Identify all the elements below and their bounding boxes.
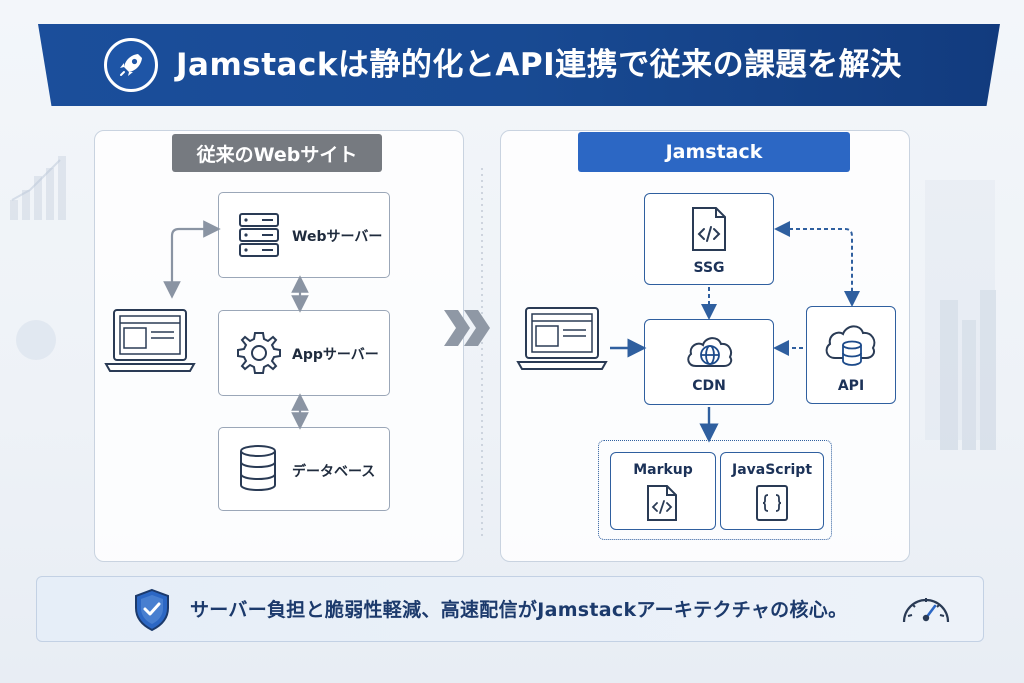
cdn-label: CDN (692, 378, 726, 394)
shield-check-icon (135, 588, 169, 632)
code-file-icon (692, 207, 726, 251)
server-icon (239, 213, 279, 257)
javascript-label: JavaScript (731, 462, 813, 478)
database-icon (240, 445, 276, 492)
markup-code-file-icon (647, 485, 677, 521)
traditional-label: 従来のWebサイト (172, 134, 382, 172)
web-server-label: Webサーバー (292, 229, 383, 245)
ssg-label: SSG (693, 260, 725, 276)
footer-text: サーバー負担と脆弱性軽減、高速配信がJamstackアーキテクチャの核心。 (190, 599, 848, 621)
api-label: API (837, 378, 865, 394)
jamstack-label: Jamstack (578, 132, 850, 172)
cloud-globe-icon (687, 337, 733, 367)
braces-file-icon (756, 485, 788, 521)
jamstack-laptop-icon (516, 307, 608, 370)
app-server-label: Appサーバー (292, 347, 379, 363)
database-node (218, 427, 390, 511)
header-banner (38, 24, 1000, 106)
page-title: Jamstackは静的化とAPI連携で従来の課題を解決 (176, 47, 902, 83)
database-label: データベース (292, 464, 376, 480)
app-server-node (218, 310, 390, 396)
gear-icon (237, 332, 281, 374)
footer-summary (36, 576, 984, 642)
speedometer-icon (902, 598, 950, 623)
laptop-icon (104, 309, 196, 372)
cloud-database-icon (825, 325, 876, 366)
transition-chevrons-icon (444, 310, 490, 346)
markup-label: Markup (633, 462, 693, 478)
rocket-icon (104, 38, 158, 92)
